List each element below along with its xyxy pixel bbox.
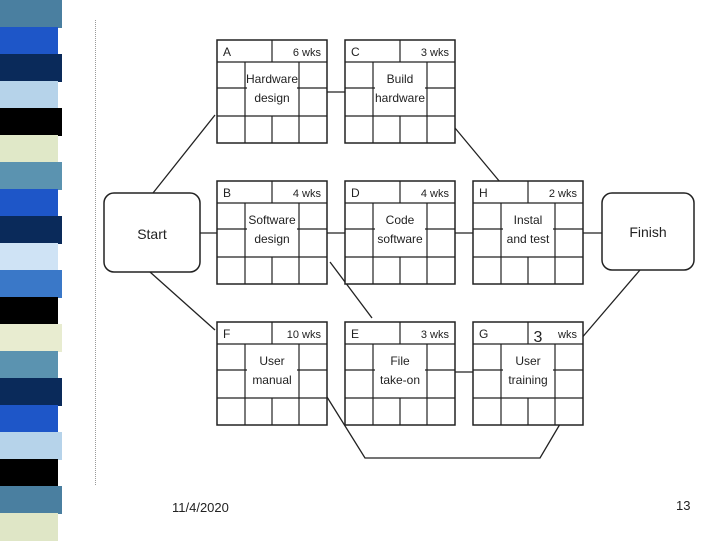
stripe-segment xyxy=(0,324,62,352)
activity-extra: 3 xyxy=(534,329,543,346)
stripe-segment xyxy=(0,243,58,271)
activity-id: C xyxy=(351,45,360,59)
activity-name-line2: training xyxy=(508,373,547,387)
stripe-segment xyxy=(0,189,58,217)
stripe-segment xyxy=(0,270,62,298)
dotted-divider xyxy=(95,20,99,485)
stripe-segment xyxy=(0,27,58,55)
finish-label: Finish xyxy=(629,224,666,240)
stripe-segment xyxy=(0,0,62,28)
stripe-segment xyxy=(0,405,58,433)
stripe-segment xyxy=(0,108,62,136)
activity-name-line2: hardware xyxy=(375,91,425,105)
stripe-segment xyxy=(0,459,58,487)
activity-id: F xyxy=(223,327,230,341)
activity-name-line2: manual xyxy=(252,373,291,387)
activity-duration: wks xyxy=(557,329,577,341)
stripe-segment xyxy=(0,486,62,514)
edge-g-finish xyxy=(579,269,641,341)
start-node: Start xyxy=(103,192,201,273)
activity-duration: 4 wks xyxy=(421,188,450,200)
activity-name-line1: Instal xyxy=(514,213,543,227)
activity-name-line1: Hardware xyxy=(246,72,298,86)
activity-name-line2: and test xyxy=(507,232,550,246)
activity-duration: 6 wks xyxy=(293,47,322,59)
activity-name-line1: Software xyxy=(248,213,296,227)
stripe-segment xyxy=(0,351,58,379)
edge-f-bottom xyxy=(326,396,577,459)
edge-c-h xyxy=(454,127,501,183)
activity-id: D xyxy=(351,186,360,200)
activity-name-line2: design xyxy=(254,232,289,246)
stripe-segment xyxy=(0,54,62,82)
footer-date: 11/4/2020 xyxy=(172,500,229,515)
activity-duration: 3 wks xyxy=(421,329,450,341)
activity-duration: 2 wks xyxy=(549,188,578,200)
activity-name-line2: take-on xyxy=(380,373,420,387)
activity-name-line1: File xyxy=(390,354,410,368)
start-label: Start xyxy=(137,226,167,242)
stripe-segment xyxy=(0,378,62,406)
activity-duration: 10 wks xyxy=(287,329,322,341)
activity-id: A xyxy=(223,45,231,59)
activity-name-line1: Code xyxy=(386,213,415,227)
activity-id: H xyxy=(479,186,488,200)
stripe-segment xyxy=(0,162,62,190)
edge-b-e xyxy=(329,261,373,319)
activity-name-line1: Build xyxy=(387,72,414,86)
stripe-segment xyxy=(0,216,62,244)
stripe-segment xyxy=(0,297,58,325)
activity-name-line1: User xyxy=(515,354,540,368)
decorative-stripe-bar xyxy=(0,0,62,541)
edge-start-a xyxy=(152,114,216,194)
stripe-segment xyxy=(0,135,58,163)
edge-start-f xyxy=(149,271,216,331)
finish-node: Finish xyxy=(601,192,695,271)
activity-id: B xyxy=(223,186,231,200)
activity-id: G xyxy=(479,327,488,341)
page-number: 13 xyxy=(676,498,691,513)
stripe-segment xyxy=(0,513,58,541)
activity-name-line2: design xyxy=(254,91,289,105)
activity-duration: 3 wks xyxy=(421,47,450,59)
activity-name-line1: User xyxy=(259,354,284,368)
activity-duration: 4 wks xyxy=(293,188,322,200)
activity-name-line2: software xyxy=(377,232,423,246)
stripe-segment xyxy=(0,432,62,460)
stripe-segment xyxy=(0,81,58,109)
activity-id: E xyxy=(351,327,359,341)
